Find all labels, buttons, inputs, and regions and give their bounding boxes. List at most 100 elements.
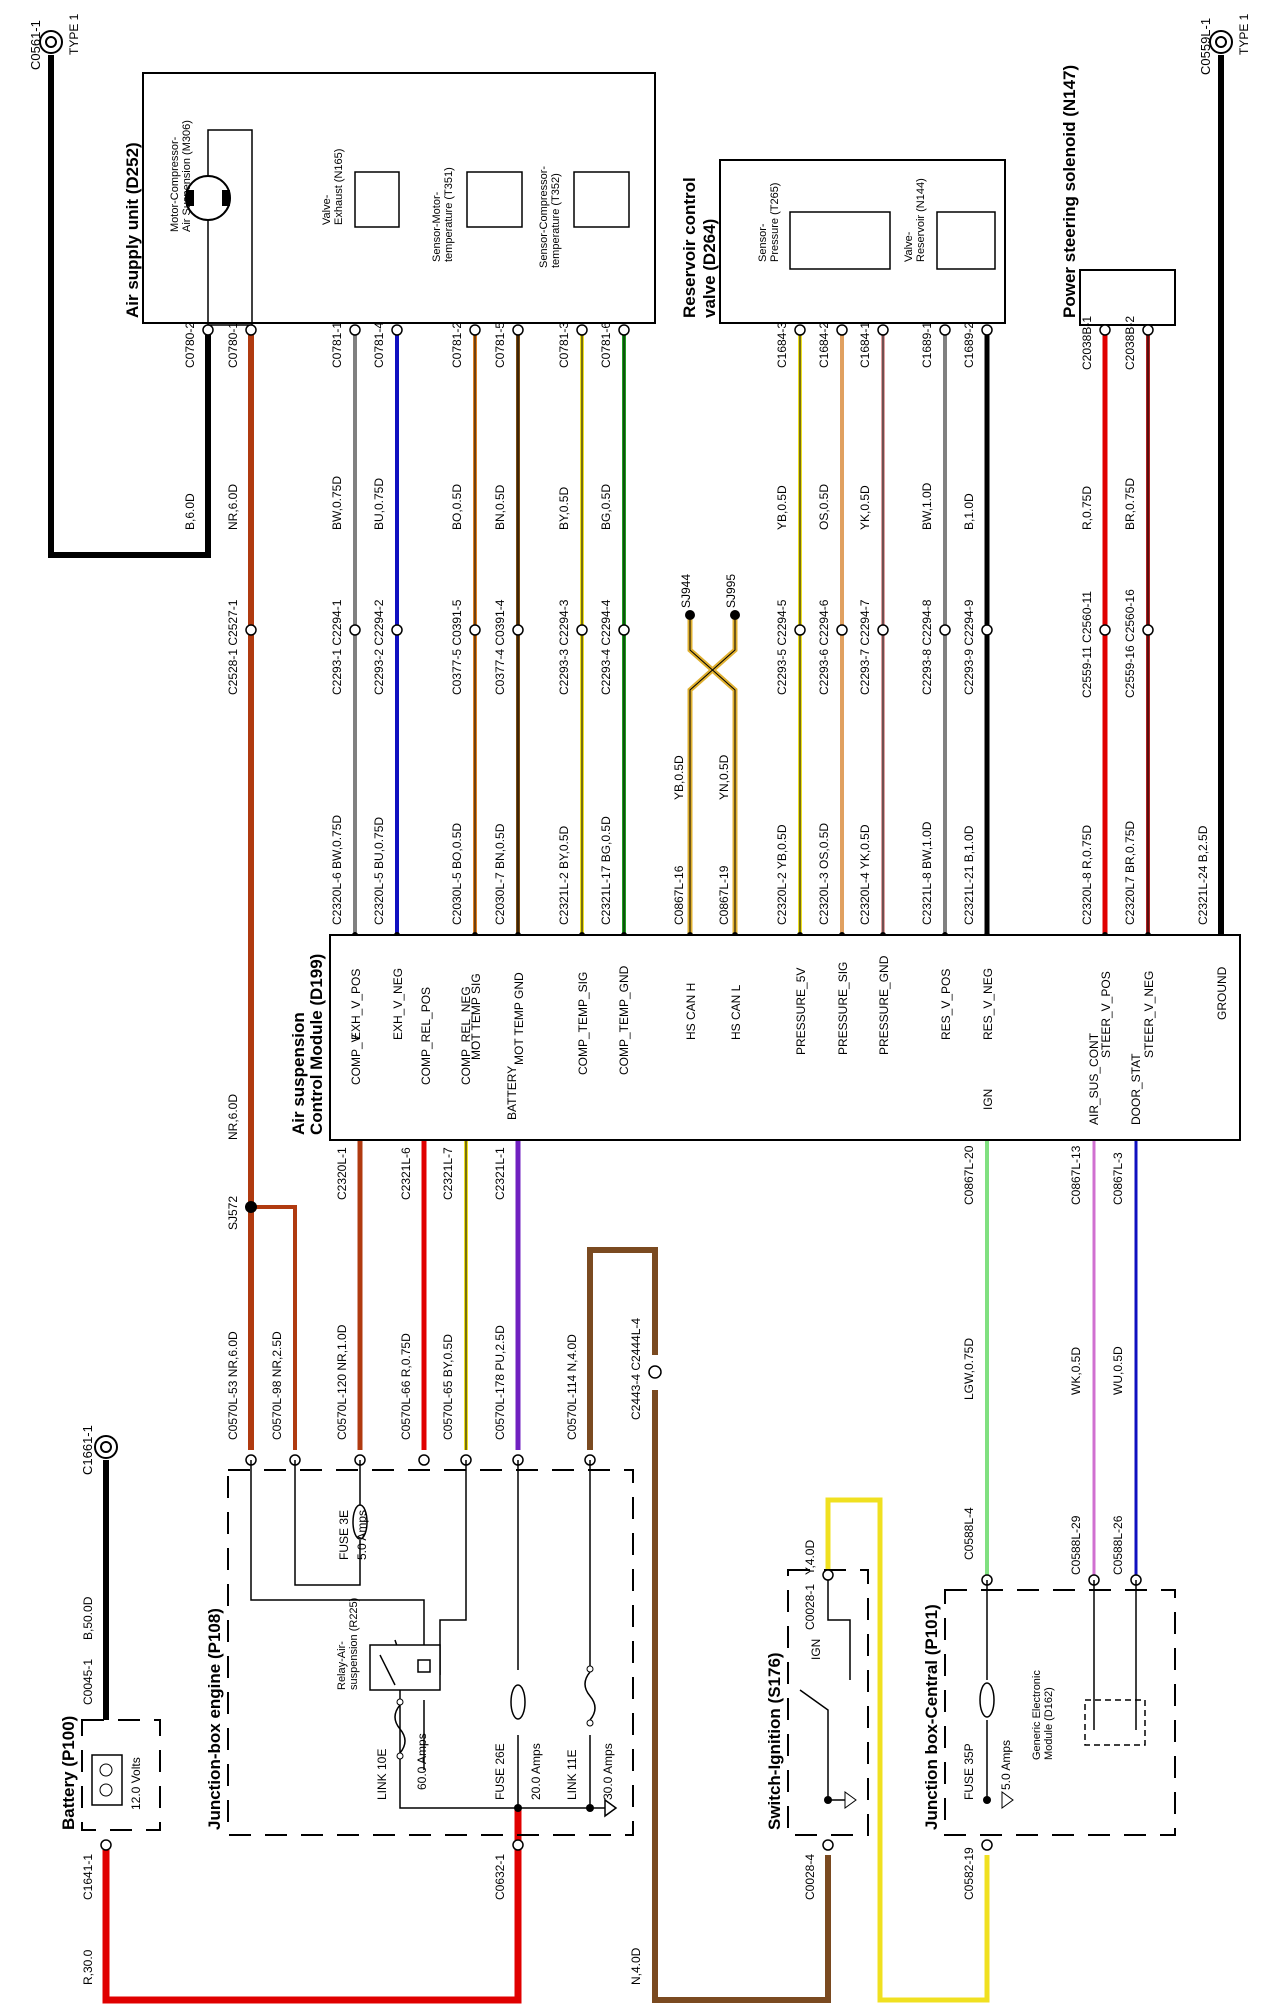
wire-label: YN,0.5D xyxy=(717,754,731,800)
module-pin-labels: COMP_V EXH_V_POS EXH_V_NEG COMP_REL_POS … xyxy=(349,955,1229,1125)
wire-label: C0867L-19 xyxy=(717,865,731,925)
connector-label: C0780-1 xyxy=(226,322,240,368)
wire-label: C2321L-8 BW,1.0D xyxy=(920,821,934,925)
wire-label: C0588L-29 xyxy=(1069,1515,1083,1575)
connector-label: C0781-1 xyxy=(330,322,344,368)
wire-label: C0570L-120 NR,1.0D xyxy=(335,1324,349,1440)
wire-label: C0570L-66 R,0.75D xyxy=(399,1333,413,1440)
ign-label: IGN xyxy=(809,1639,823,1660)
fuse-rating: 30.0 Amps xyxy=(601,1743,615,1800)
component-label: Module (D162) xyxy=(1043,1687,1055,1760)
connector-label: C0781-3 xyxy=(557,322,571,368)
wire-label: C2320L7 BR,0.75D xyxy=(1123,821,1137,925)
connector-label: C0582-19 xyxy=(962,1847,976,1900)
bottom-labels: B,50.0D C0045-1 C1641-1 R,30.0 C0632-1 N… xyxy=(81,1540,976,1985)
component-title: valve (D264) xyxy=(700,219,719,318)
ground-battery: C1661-1 xyxy=(80,1425,118,1475)
relay-icon: Relay-Air- suspension (R225) xyxy=(336,1598,441,1691)
connector-label: C0377-4 C0391-4 xyxy=(493,599,507,695)
wire-label: YB,0.5D xyxy=(775,485,789,530)
connector-label: C2293-8 C2294-8 xyxy=(920,599,934,695)
component-label: Valve- xyxy=(321,194,333,225)
wire-label: BO,0.5D xyxy=(450,484,464,530)
connector-label: C2293-7 C2294-7 xyxy=(858,599,872,695)
lower-wire-labels: C0570L-53 NR,6.0D C0570L-98 NR,2.5D C057… xyxy=(226,1318,1125,1575)
component-title: Reservoir control xyxy=(680,177,699,318)
connector-label: C1689-2 xyxy=(962,322,976,368)
component-label: Sensor-Motor- xyxy=(431,191,443,262)
pin-label: STEER_V_POS xyxy=(1099,971,1113,1058)
connector-label: C2321L-1 xyxy=(493,1147,507,1200)
wire-label: C2030L-5 BO,0.5D xyxy=(450,823,464,925)
component-label: Motor-Compressor- xyxy=(169,136,181,232)
wire-label: C2320L-3 OS,0.5D xyxy=(817,823,831,925)
connector-label: C2321L-6 xyxy=(399,1147,413,1200)
pin-label: STEER_V_NEG xyxy=(1142,971,1156,1058)
component-title: Junction box-Central (P101) xyxy=(922,1604,941,1830)
wire-n-40 xyxy=(587,1247,658,1450)
wire-label: R,0.75D xyxy=(1080,486,1094,530)
component-label: suspension (R225) xyxy=(348,1598,360,1690)
connector-label: C1684-3 xyxy=(775,322,789,368)
wire-label: B,1.0D xyxy=(962,493,976,530)
connector-label: C1684-1 xyxy=(858,322,872,368)
fuse-rating: 5.0 Amps xyxy=(999,1740,1013,1790)
pin-label: COMP_TEMP_GND xyxy=(617,965,631,1075)
ground-top-right: C0559L-1 TYPE 1 xyxy=(1198,13,1251,75)
pin-label: COMP_REL_POS xyxy=(419,987,433,1085)
component-label: Sensor-Compressor- xyxy=(538,166,550,268)
component-label: Valve- xyxy=(903,231,915,262)
wire-label: WU,0.5D xyxy=(1111,1346,1125,1395)
connector-marks-lower xyxy=(245,1365,1142,1586)
component-label: Sensor- xyxy=(757,223,769,262)
connector-label: C2321L-7 xyxy=(441,1147,455,1200)
lower-connector-labels: C2320L-1 C2321L-6 C2321L-7 C2321L-1 C086… xyxy=(226,1094,1125,1230)
power-steering-solenoid: Power steering solenoid (N147) xyxy=(1060,65,1176,326)
wire-label: C0570L-178 PU,2.5D xyxy=(493,1325,507,1440)
ground-top-left: C0561-1 TYPE 1 xyxy=(28,13,81,70)
connector-label: C2293-4 C2294-4 xyxy=(599,599,613,695)
battery: Battery (P100) 12.0 Volts xyxy=(59,1716,161,1831)
connector-label: C0867L-3 xyxy=(1111,1152,1125,1205)
link-10e-icon: LINK 10E 60.0 Amps xyxy=(375,1698,429,1800)
pin-label: MOT TEMP GND xyxy=(512,972,526,1065)
ground-type: TYPE 1 xyxy=(67,13,81,55)
pin-label: EXH_V_NEG xyxy=(391,968,405,1040)
connector-label: C0867L-20 xyxy=(962,1145,976,1205)
pin-label: RES_V_NEG xyxy=(981,968,995,1040)
wire-label: C0867L-16 xyxy=(672,865,686,925)
wire-label: C0570L-114 N,4.0D xyxy=(565,1334,579,1440)
connector-label: C2293-9 C2294-9 xyxy=(962,599,976,695)
wire-label: C2321L-2 BY,0.5D xyxy=(557,825,571,925)
wire-label: BG,0.5D xyxy=(599,484,613,530)
connector-label: C0028-4 xyxy=(803,1854,817,1900)
wire-label: C2321L-17 BG,0.5D xyxy=(599,816,613,925)
wire-r-300 xyxy=(102,1810,522,2004)
wire-label: C0570L-98 NR,2.5D xyxy=(270,1331,284,1440)
splice-label: SJ572 xyxy=(226,1196,240,1230)
wire-label: YB,0.5D xyxy=(672,755,686,800)
connector-label: C0028-1 xyxy=(803,1584,817,1630)
component-title: Air suspension xyxy=(289,1012,308,1135)
component-title: Power steering solenoid (N147) xyxy=(1060,65,1079,318)
wire-label: C0570L-53 NR,6.0D xyxy=(226,1331,240,1440)
connector-label: C2559-16 C2560-16 xyxy=(1123,589,1137,698)
wire-label: BU,0.75D xyxy=(372,478,386,530)
fuse-rating: 5.0 Amps xyxy=(355,1510,369,1560)
pin-label: HS CAN H xyxy=(684,983,698,1040)
wire-label: C0588L-26 xyxy=(1111,1515,1125,1575)
pin-label: GROUND xyxy=(1215,966,1229,1020)
ground-ref: C0561-1 xyxy=(28,20,43,70)
wire-label: NR,6.0D xyxy=(226,484,240,530)
wire-label: B,50.0D xyxy=(81,1596,95,1640)
connector-label: C0781-4 xyxy=(372,322,386,368)
component-label: Reservoir (N144) xyxy=(915,178,927,262)
air-supply-unit: Air supply unit (D252) Motor-Compressor-… xyxy=(123,72,656,326)
wire-label: B,6.0D xyxy=(183,493,197,530)
junction-box-engine: Junction-box engine (P108) FUSE 3E 5.0 A… xyxy=(205,1460,634,1836)
control-module: Air suspension Control Module (D199) COM… xyxy=(289,934,1241,1141)
connector-labels-top: C0780-2 C0780-1 C0781-1 C0781-4 C0781-2 … xyxy=(183,316,1137,370)
wire-nr-branch xyxy=(251,1205,297,1450)
wire-labels-lower: C2320L-6 BW,0.75D C2320L-5 BU,0.75D C203… xyxy=(330,754,1210,925)
